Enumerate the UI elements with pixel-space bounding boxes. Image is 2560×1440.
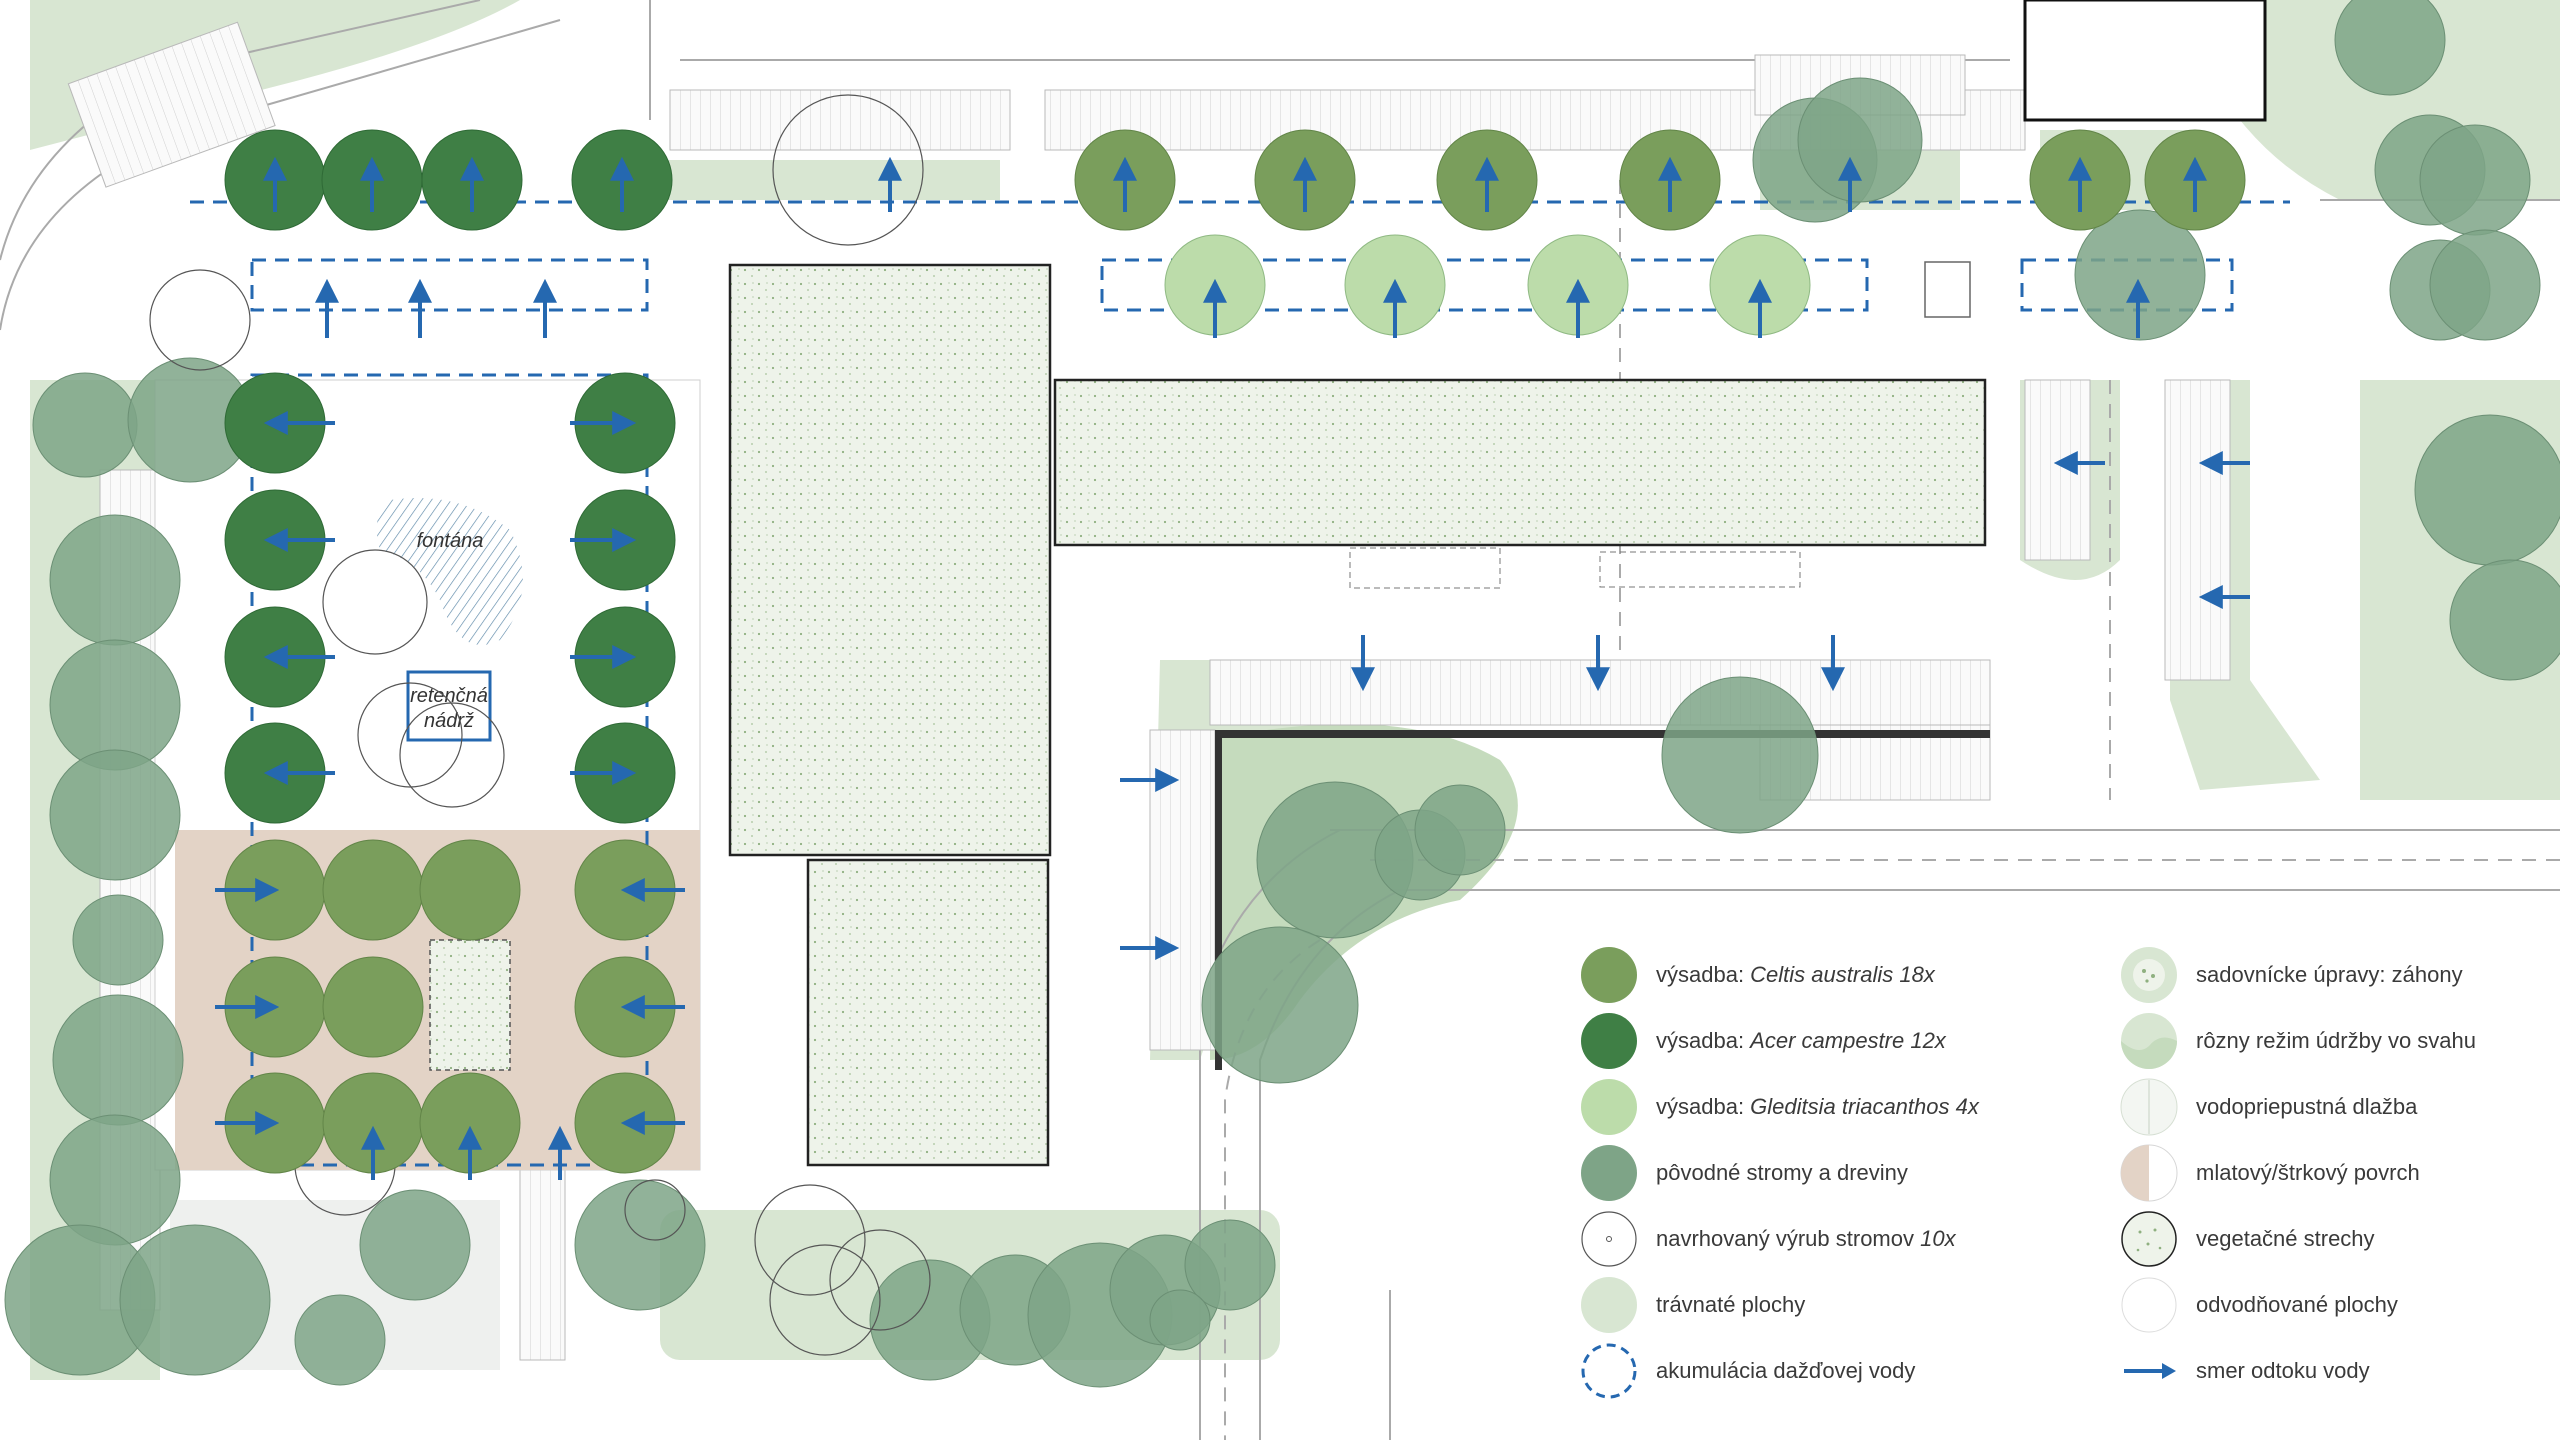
legend-item-gravel: mlatový/štrkový povrch [2120,1143,2420,1203]
legend-slope-label: rôzny režim údržby vo svahu [2196,1028,2476,1053]
retention-tank-label-2: nádrž [424,710,474,732]
flowerbed-icon [2121,947,2177,1003]
legend-celtis-species: Celtis australis 18x [1750,962,1935,987]
legend-acer-prefix: výsadba: [1656,1028,1751,1053]
rainwater-accumulation-icon [1581,1343,1637,1399]
existing-tree-icon [1581,1145,1637,1201]
acer-tree-icon [1581,1013,1637,1069]
legend-acer-species: Acer campestre 12x [1750,1028,1946,1053]
retention-tank-label-1: retenčná [410,685,488,707]
legend-rainwater-label: akumulácia dažďovej vody [1656,1358,1916,1383]
water-flow-arrow-icon [2124,1363,2176,1379]
building-west-north [728,263,1052,857]
legend-item-felled-trees: navrhovaný výrub stromov 10x [1580,1209,1956,1269]
gravel-surface-icon [2120,1144,2178,1202]
water-flow-arrows [215,156,2250,1180]
map-legend: výsadba: Celtis australis 18x výsadba: A… [1580,945,2540,1415]
felled-tree-icon [1581,1211,1637,1267]
legend-item-drained-areas: odvodňované plochy [2120,1275,2398,1335]
legend-felled-trees-prefix: navrhovaný výrub stromov [1656,1226,1921,1251]
permeable-paving-icon [2120,1078,2178,1136]
legend-grass-label: trávnaté plochy [1656,1292,1806,1317]
legend-item-existing-trees: pôvodné stromy a dreviny [1580,1143,1908,1203]
legend-item-water-flow: smer odtoku vody [2120,1341,2370,1401]
building-northeast [2023,0,2267,122]
legend-item-green-roofs: vegetačné strechy [2120,1209,2375,1269]
legend-green-roofs-label: vegetačné strechy [2196,1226,2375,1251]
celtis-tree-icon [1581,947,1637,1003]
legend-paving-label: vodopriepustná dlažba [2196,1094,2418,1119]
legend-item-slope-maintenance: rôzny režim údržby vo svahu [2120,1011,2476,1071]
legend-gravel-label: mlatový/štrkový povrch [2196,1160,2420,1185]
legend-water-flow-label: smer odtoku vody [2196,1358,2370,1383]
legend-celtis-prefix: výsadba: [1656,962,1751,987]
buildings [728,0,2267,1167]
grass-icon [1581,1277,1637,1333]
legend-item-acer: výsadba: Acer campestre 12x [1580,1011,1946,1071]
legend-item-celtis: výsadba: Celtis australis 18x [1580,945,1935,1005]
felled-trees [149,94,931,1356]
gleditsia-trees [1164,234,1811,336]
green-roof-icon [2121,1211,2177,1267]
legend-item-grass: trávnaté plochy [1580,1275,1805,1335]
existing-trees [4,0,2560,1388]
slope-maintenance-icon [2121,1013,2177,1069]
legend-existing-trees-label: pôvodné stromy a dreviny [1656,1160,1908,1185]
legend-item-rainwater: akumulácia dažďovej vody [1580,1341,1915,1401]
legend-item-flowerbeds: sadovnícke úpravy: záhony [2120,945,2463,1005]
legend-flowerbeds-label: sadovnícke úpravy: záhony [2196,962,2463,987]
legend-felled-trees-count: 10x [1920,1226,1956,1251]
legend-item-permeable-paving: vodopriepustná dlažba [2120,1077,2417,1137]
building-east-bar [1053,378,1987,547]
fountain-label: fontána [417,530,484,552]
gleditsia-tree-icon [1581,1079,1637,1135]
legend-gleditsia-species: Gleditsia triacanthos 4x [1750,1094,1979,1119]
legend-item-gleditsia: výsadba: Gleditsia triacanthos 4x [1580,1077,1979,1137]
drained-area-icon [2121,1277,2177,1333]
legend-gleditsia-prefix: výsadba: [1656,1094,1751,1119]
building-west-south [806,858,1050,1167]
legend-drained-areas-label: odvodňované plochy [2196,1292,2398,1317]
